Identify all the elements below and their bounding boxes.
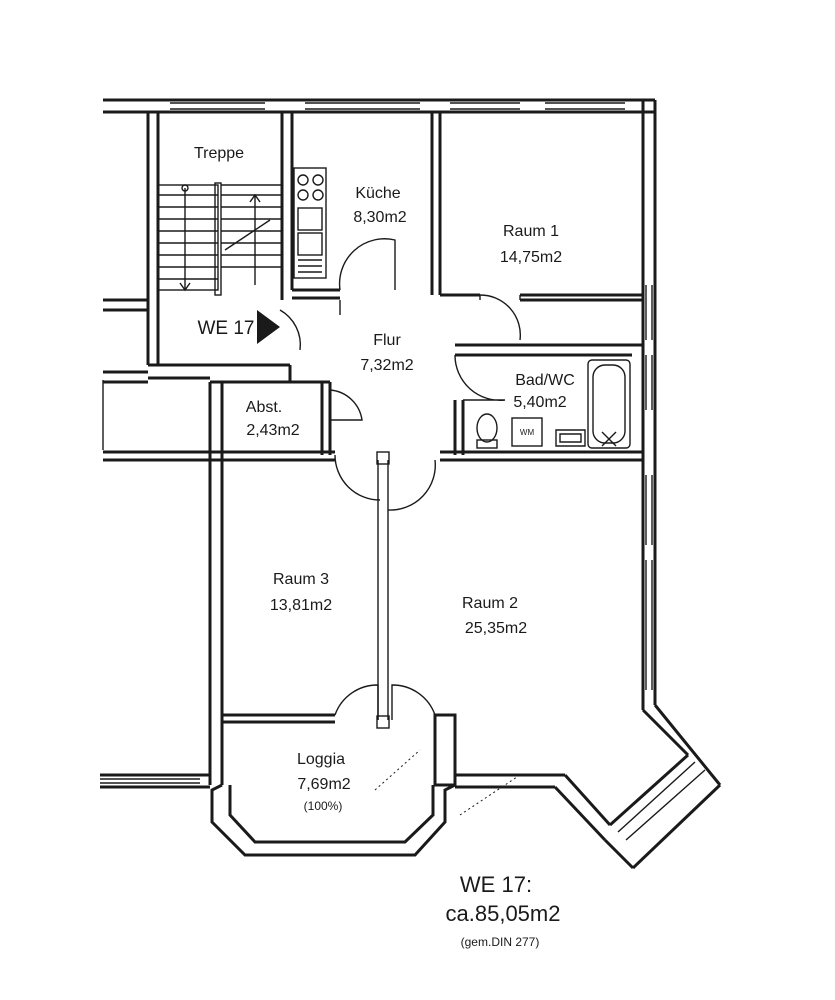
room-name-raum1: Raum 1 bbox=[503, 223, 559, 240]
bathtub-icon bbox=[587, 359, 631, 449]
washing-machine-label: WM bbox=[520, 428, 535, 437]
room-name-loggia: Loggia bbox=[297, 751, 345, 768]
dotted-partition bbox=[374, 749, 421, 791]
room-area-raum2: 25,35m2 bbox=[465, 620, 527, 637]
room-area-loggia: 7,69m2 bbox=[297, 776, 350, 793]
summary-total: ca.85,05m2 bbox=[446, 901, 561, 926]
sink-icon bbox=[297, 207, 323, 231]
doors bbox=[279, 238, 522, 729]
room-name-raum3: Raum 3 bbox=[273, 571, 329, 588]
room-area-flur: 7,32m2 bbox=[360, 357, 413, 374]
room-name-kueche: Küche bbox=[355, 185, 400, 202]
room-name-raum2: Raum 2 bbox=[462, 595, 518, 612]
room-area-raum3: 13,81m2 bbox=[270, 597, 332, 614]
room-labels: Treppe Küche 8,30m2 Raum 1 14,75m2 WE 17… bbox=[194, 145, 575, 813]
entrance-label: WE 17 bbox=[197, 318, 254, 339]
entrance-arrow-icon bbox=[257, 310, 280, 344]
stove-burner-icon bbox=[312, 174, 324, 186]
dotted-partition bbox=[459, 774, 521, 816]
toilet-icon bbox=[476, 413, 498, 443]
room-area-raum1: 14,75m2 bbox=[500, 249, 562, 266]
kitchen-counter bbox=[293, 167, 327, 279]
stove-burner-icon bbox=[312, 189, 324, 201]
summary-norm: (gem.DIN 277) bbox=[461, 935, 540, 949]
walls bbox=[100, 98, 722, 870]
area-summary: WE 17: ca.85,05m2 (gem.DIN 277) bbox=[446, 872, 561, 949]
summary-unit: WE 17: bbox=[460, 872, 532, 897]
room-area-bad: 5,40m2 bbox=[513, 394, 566, 411]
room-name-flur: Flur bbox=[373, 332, 401, 349]
sink-icon bbox=[297, 232, 323, 256]
bathroom-fixtures: WM bbox=[476, 359, 631, 449]
room-name-bad: Bad/WC bbox=[515, 372, 575, 389]
staircase bbox=[157, 182, 282, 296]
room-area-abst: 2,43m2 bbox=[246, 422, 299, 439]
room-area-kueche: 8,30m2 bbox=[353, 209, 406, 226]
washbasin-icon bbox=[555, 429, 586, 447]
windows bbox=[100, 102, 706, 841]
stove-burner-icon bbox=[297, 174, 309, 186]
stove-burner-icon bbox=[297, 189, 309, 201]
room-name-treppe: Treppe bbox=[194, 145, 244, 162]
room-note-loggia: (100%) bbox=[304, 799, 343, 813]
room-name-abst: Abst. bbox=[246, 399, 282, 416]
washing-machine-icon bbox=[511, 417, 543, 447]
